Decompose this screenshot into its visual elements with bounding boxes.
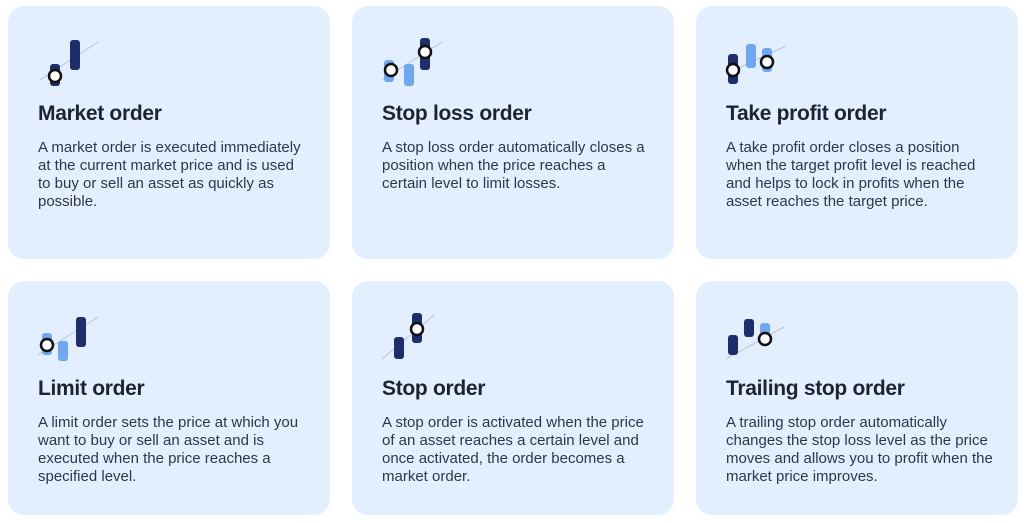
card-description: A take profit order closes a position wh… [726, 139, 976, 210]
card-title: Trailing stop order [726, 377, 905, 400]
stop-loss-candles-icon [380, 34, 452, 90]
card-description: A market order is executed immediately a… [38, 139, 301, 210]
card-limit-order[interactable]: Limit order A limit order sets the price… [8, 281, 330, 515]
order-types-grid: Market order A market order is executed … [8, 6, 1018, 515]
stop-order-candles-icon [380, 309, 452, 365]
card-title: Stop loss order [382, 102, 532, 125]
card-take-profit-order[interactable]: Take profit order A take profit order cl… [696, 6, 1018, 259]
card-description: A stop loss order automatically closes a… [382, 139, 645, 192]
card-title: Take profit order [726, 102, 887, 125]
card-description: A trailing stop order automatically chan… [726, 414, 993, 485]
limit-order-candles-icon [36, 309, 108, 365]
card-stop-order[interactable]: Stop order A stop order is activated whe… [352, 281, 674, 515]
card-description: A stop order is activated when the price… [382, 414, 644, 485]
card-trailing-stop-order[interactable]: Trailing stop order A trailing stop orde… [696, 281, 1018, 515]
card-stop-loss-order[interactable]: Stop loss order A stop loss order automa… [352, 6, 674, 259]
card-market-order[interactable]: Market order A market order is executed … [8, 6, 330, 259]
trailing-stop-candles-icon [724, 309, 796, 365]
card-title: Limit order [38, 377, 145, 400]
card-title: Market order [38, 102, 162, 125]
card-title: Stop order [382, 377, 486, 400]
take-profit-candles-icon [724, 34, 796, 90]
card-description: A limit order sets the price at which yo… [38, 414, 299, 485]
market-order-candles-icon [36, 34, 108, 90]
